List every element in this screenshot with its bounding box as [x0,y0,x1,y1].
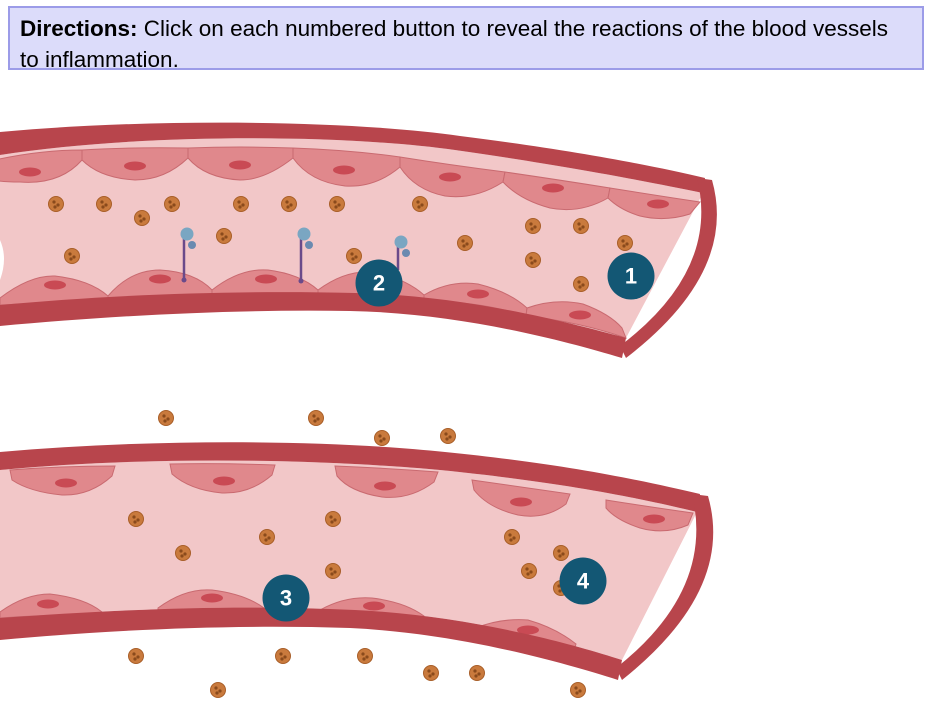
blood-cell [423,665,439,681]
blood-cell [175,545,191,561]
button-label-3: 3 [280,586,292,611]
blood-cell [158,410,174,426]
lower-blood-vessel [0,442,714,680]
lower-bottom-nuclei [37,593,539,635]
upper-vessel-end-wall [620,178,717,358]
blood-cells [48,196,633,698]
upper-top-nuclei [19,160,669,209]
upper-vessel-bottom-wall [0,292,626,358]
numbered-button-1[interactable]: 1 [607,252,655,300]
blood-cell [573,218,589,234]
blood-cell [281,196,297,212]
blood-cell [259,529,275,545]
blood-cell [553,545,569,561]
lower-vessel-bottom-wall [0,607,622,680]
blood-cell [64,248,80,264]
button-label-2: 2 [373,271,385,296]
lower-vessel-top-wall [0,442,700,512]
blood-cell [275,648,291,664]
blood-cell [48,196,64,212]
upper-vessel-top-wall [0,122,705,193]
blood-cell [329,196,345,212]
blood-cell [521,563,537,579]
blood-cell [525,218,541,234]
blood-cell [346,248,362,264]
blood-cell [573,276,589,292]
numbered-button-4[interactable]: 4 [559,557,607,605]
blood-cell [504,529,520,545]
blood-cell [570,682,586,698]
blood-cell [457,235,473,251]
blood-cell [164,196,180,212]
numbered-button-2[interactable]: 2 [355,259,403,307]
numbered-button-3[interactable]: 3 [262,574,310,622]
blood-cell [96,196,112,212]
blood-cell [525,252,541,268]
blood-cell [325,511,341,527]
blood-cell [233,196,249,212]
blood-cell [440,428,456,444]
blood-cell [469,665,485,681]
directions-text: Click on each numbered button to reveal … [20,16,888,72]
blood-cell [134,210,150,226]
blood-cell [128,511,144,527]
button-label-1: 1 [625,264,637,289]
blood-cell [128,648,144,664]
button-label-4: 4 [577,569,590,594]
blood-cell [325,563,341,579]
blood-cell [308,410,324,426]
blood-cell [374,430,390,446]
blood-cell [412,196,428,212]
lower-top-nuclei [55,476,665,524]
blood-cell [210,682,226,698]
directions-box: Directions: Click on each numbered butto… [8,6,924,72]
adhesion-molecules [180,227,410,284]
blood-cell [357,648,373,664]
lower-vessel-end-wall [616,494,714,680]
blood-cell [617,235,633,251]
upper-blood-vessel [0,122,717,358]
directions-label: Directions: [20,16,138,41]
blood-cell [216,228,232,244]
